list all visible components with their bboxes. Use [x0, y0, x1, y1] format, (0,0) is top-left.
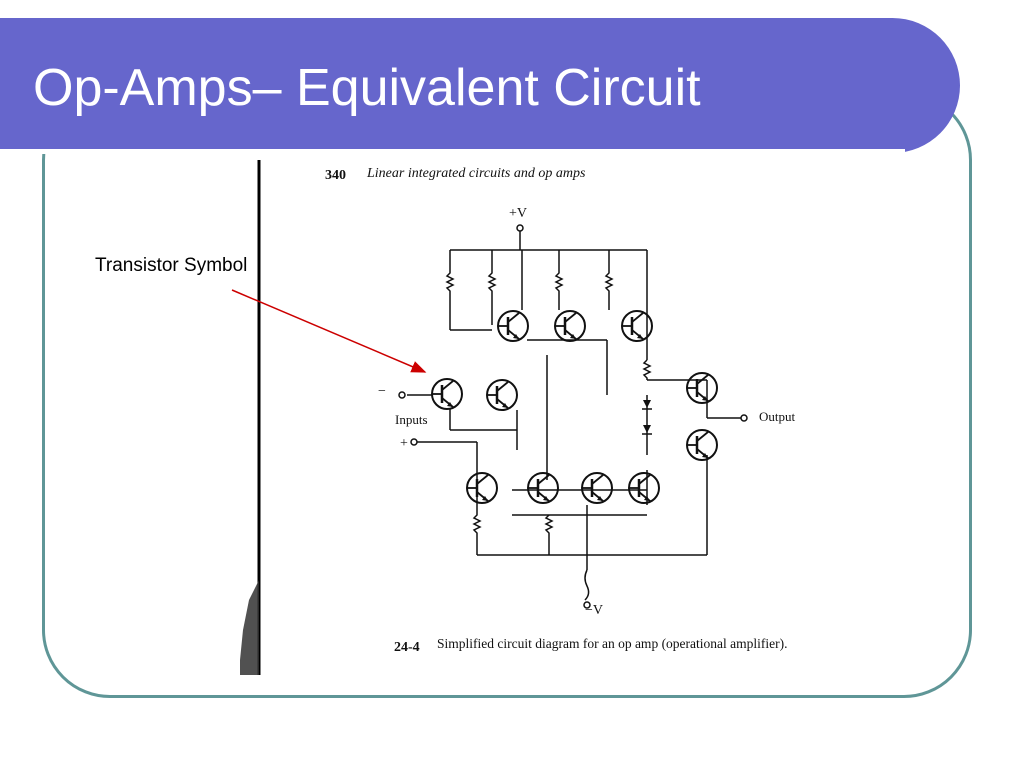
transistor-symbol-annotation: Transistor Symbol — [95, 255, 248, 276]
figure-number: 24-4 — [394, 640, 420, 655]
scanned-textbook-page: 340 Linear integrated circuits and op am… — [237, 160, 857, 675]
noninverting-input-label: + — [400, 436, 408, 451]
inverting-input-label: − — [378, 384, 386, 399]
negative-supply-label: −V — [585, 603, 604, 618]
title-underline — [0, 149, 905, 154]
terminals — [398, 224, 748, 609]
inputs-label: Inputs — [395, 412, 428, 427]
page-edge-shadow — [240, 580, 259, 675]
figure-caption: Simplified circuit diagram for an op amp… — [437, 636, 788, 651]
circuit-diagram — [240, 160, 748, 675]
book-page-number: 340 — [325, 168, 346, 183]
book-running-head: Linear integrated circuits and op amps — [367, 166, 586, 181]
positive-supply-label: +V — [509, 206, 528, 221]
title-bar: Op-Amps– Equivalent Circuit — [0, 18, 960, 154]
diodes — [642, 400, 652, 435]
slide-title: Op-Amps– Equivalent Circuit — [33, 59, 701, 117]
output-label: Output — [759, 409, 796, 424]
